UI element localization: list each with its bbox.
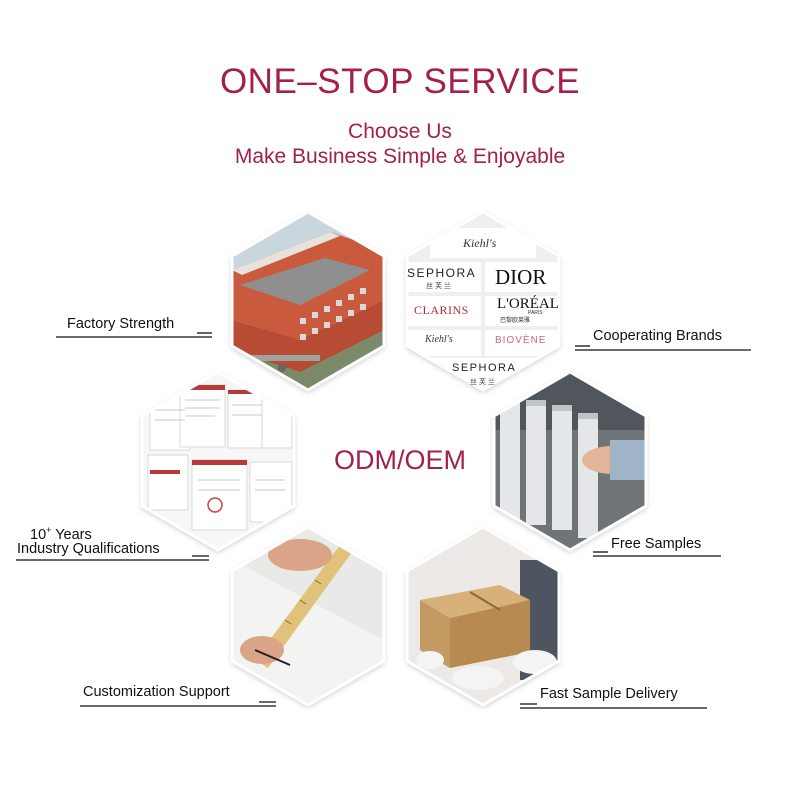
subtitle-choose-us: Choose Us [348, 120, 452, 143]
samples-hexagon [492, 370, 648, 552]
brand-sephora-bottom: SEPHORA [452, 362, 517, 374]
factory-hexagon [230, 210, 386, 392]
brand-clarins: CLARINS [414, 303, 469, 317]
years-label: 10+ Years [30, 525, 92, 543]
brand-kiehls-top: Kiehl's [463, 236, 497, 250]
page-title: ONE–STOP SERVICE [219, 62, 581, 101]
free-samples-label: Free Samples [611, 536, 702, 552]
fast-sample-delivery-label: Fast Sample Delivery [540, 686, 678, 702]
odm-oem-label: ODM/OEM [334, 445, 466, 475]
brand-sephora-bottom-cn: 丝 芙 兰 [470, 379, 495, 386]
subtitle-tagline: Make Business Simple & Enjoyable [234, 145, 566, 168]
brand-loreal: L'ORÉAL [497, 296, 559, 312]
brand-sephora-left: SEPHORA [407, 266, 477, 280]
years-word: Years [55, 526, 92, 543]
brands-hexagon [405, 210, 561, 392]
industry-qualifications-label: Industry Qualifications [17, 541, 160, 557]
certificates-hexagon [140, 370, 296, 552]
delivery-hexagon [405, 525, 561, 707]
customization-hexagon [230, 525, 386, 707]
brand-dior: DIOR [495, 265, 547, 289]
customization-support-label: Customization Support [83, 684, 230, 700]
years-number: 10 [30, 526, 47, 543]
factory-strength-label: Factory Strength [67, 316, 175, 332]
brand-sephora-left-cn: 丝 芙 兰 [426, 283, 451, 290]
years-plus: + [46, 525, 52, 535]
brand-loreal-sub: PARIS [528, 310, 543, 316]
brand-loreal-cn: 巴黎欧莱雅 [500, 318, 531, 324]
brand-kiehls-bottom: Kiehl's [425, 334, 453, 345]
cooperating-brands-label: Cooperating Brands [593, 328, 722, 344]
brand-biovene: BIOVÈNE [495, 335, 547, 346]
